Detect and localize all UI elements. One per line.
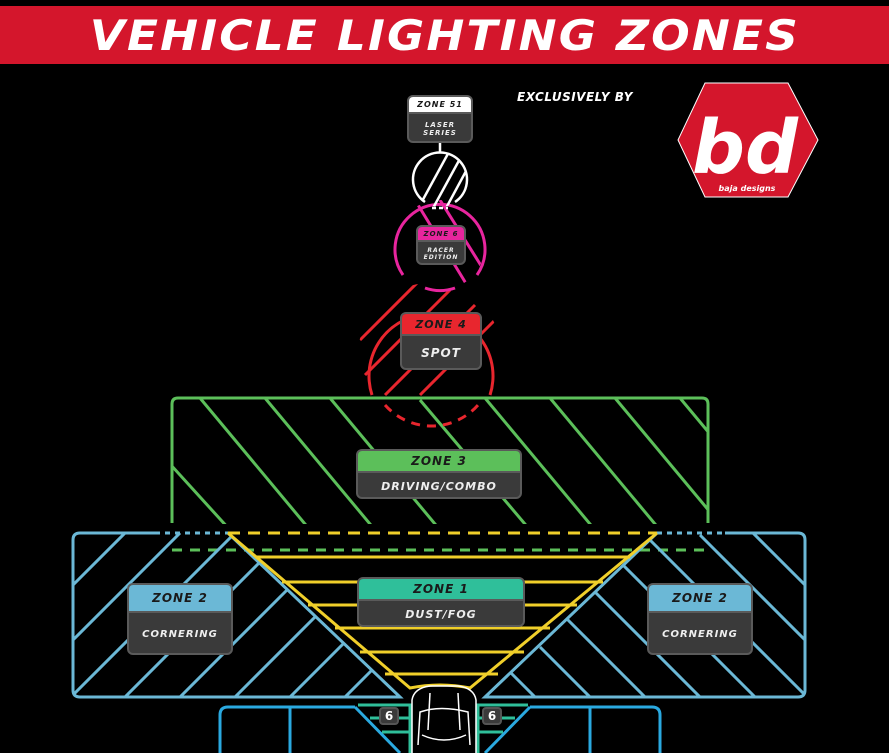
zone51-desc-1: LASER <box>424 120 456 129</box>
zone6-label: ZONE 6 RACER EDITION <box>416 225 466 265</box>
zone51-area <box>411 143 469 210</box>
zone2-left-area <box>71 531 404 699</box>
zone3-desc: DRIVING/COMBO <box>381 479 497 493</box>
zone2-right-label: ZONE 2 CORNERING <box>647 583 753 655</box>
zone6-desc-1: RACER <box>427 246 455 254</box>
zone3-label: ZONE 3 DRIVING/COMBO <box>356 449 522 499</box>
zone2-right-title: ZONE 2 <box>649 585 751 613</box>
zone6-right-badge: 6 <box>482 707 502 725</box>
rock-light-areas <box>218 705 662 753</box>
zone1-title: ZONE 1 <box>359 579 523 601</box>
zone2-left-desc: CORNERING <box>142 628 218 640</box>
exclusively-by-text: EXCLUSIVELY BY <box>517 90 633 104</box>
zone2-right-area <box>481 531 807 699</box>
zone51-desc-2: SERIES <box>423 128 457 137</box>
svg-text:baja designs: baja designs <box>719 184 776 193</box>
zone1-area <box>227 531 658 690</box>
zone4-label: ZONE 4 SPOT <box>400 312 482 370</box>
vehicle-icon <box>411 685 477 753</box>
zone2-left-title: ZONE 2 <box>129 585 231 613</box>
zone6-left-badge: 6 <box>379 707 399 725</box>
page-title: VEHICLE LIGHTING ZONES <box>89 10 800 60</box>
zone51-label: ZONE 51 LASER SERIES <box>407 95 473 143</box>
baja-designs-logo: bd baja designs <box>677 82 819 198</box>
zone3-title: ZONE 3 <box>358 451 520 473</box>
zone6-title: ZONE 6 <box>418 227 464 242</box>
svg-text:bd: bd <box>692 105 799 191</box>
zone2-right-desc: CORNERING <box>662 628 738 640</box>
zone2-left-label: ZONE 2 CORNERING <box>127 583 233 655</box>
zone1-label: ZONE 1 DUST/FOG <box>357 577 525 627</box>
zone51-title: ZONE 51 <box>409 97 471 114</box>
title-banner: VEHICLE LIGHTING ZONES <box>0 6 889 64</box>
zone4-desc: SPOT <box>421 346 461 360</box>
zone4-title: ZONE 4 <box>402 314 480 336</box>
zone6-desc-2: EDITION <box>423 253 459 261</box>
zone1-desc: DUST/FOG <box>405 607 477 621</box>
